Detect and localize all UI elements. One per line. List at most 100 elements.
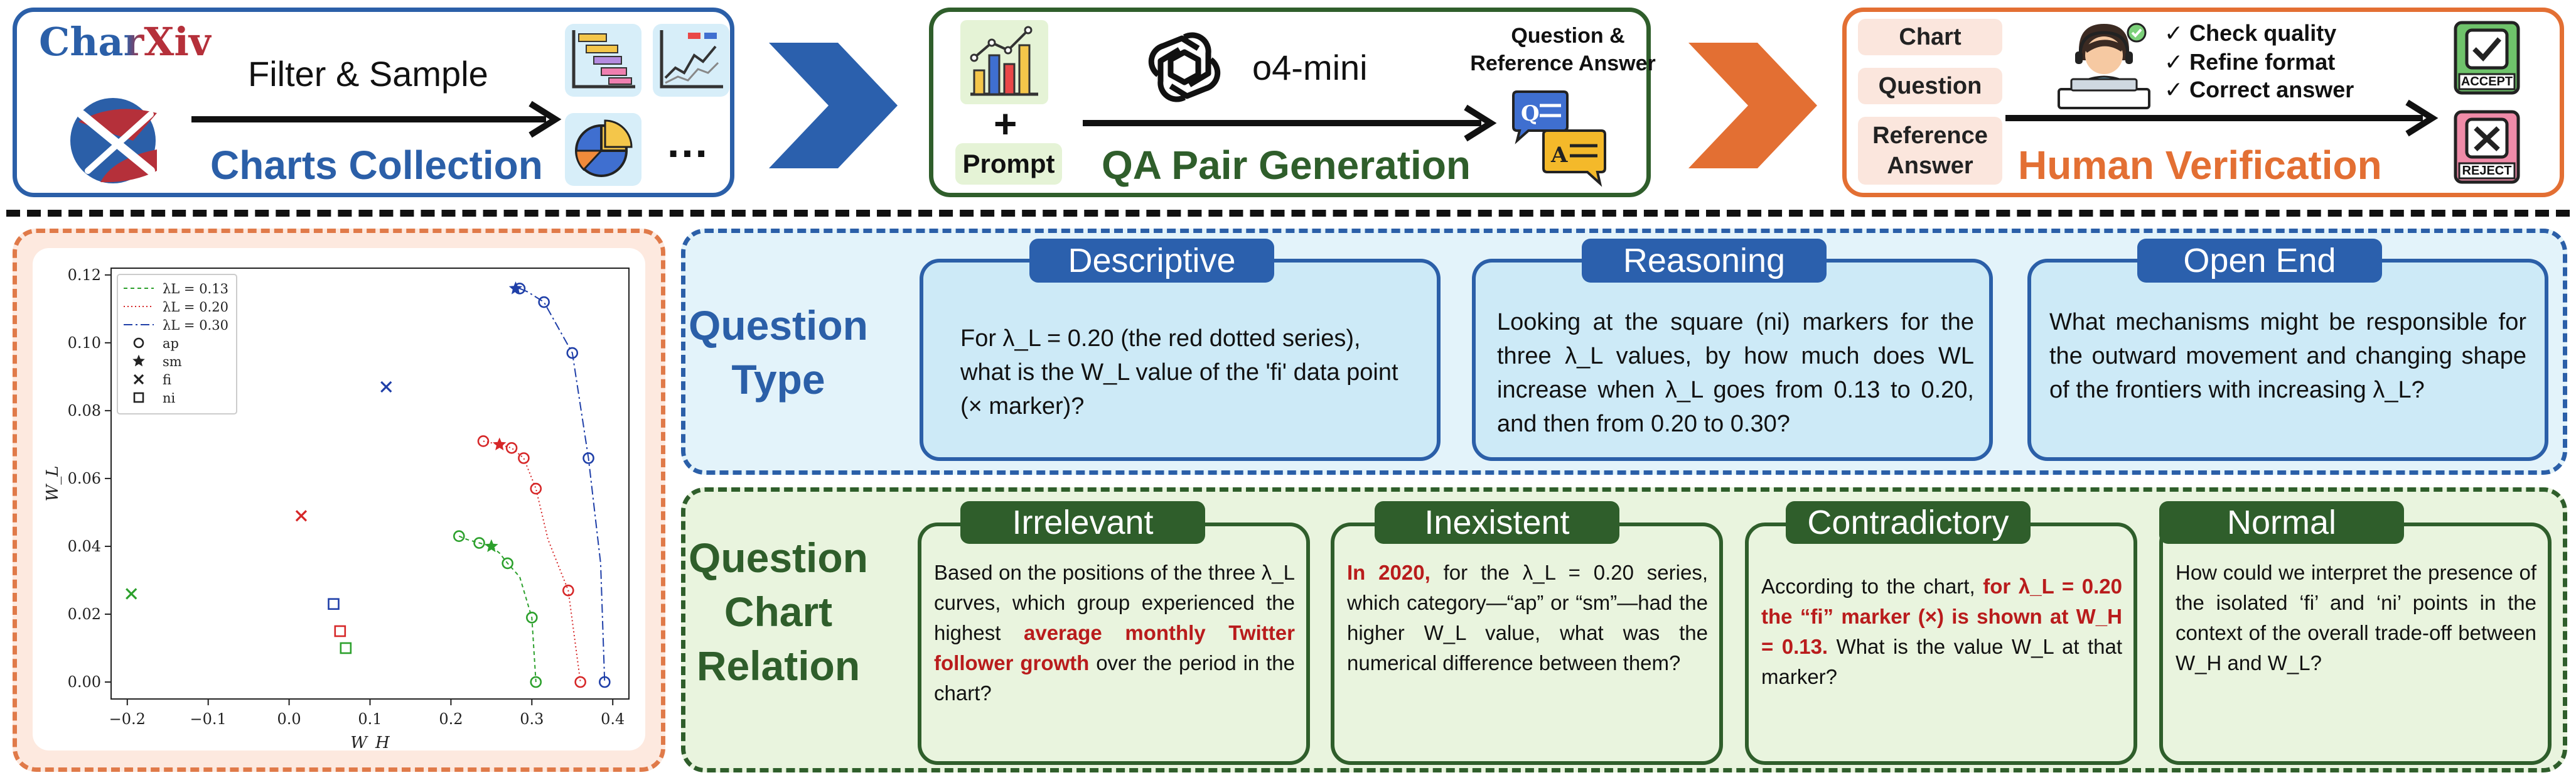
model-name: o4-mini (1252, 48, 1368, 87)
inexistent-text-b: for the λ_L = 0.20 series, which categor… (1347, 561, 1709, 674)
output-label-line1: Question & (1511, 24, 1625, 48)
charxiv-logo-label: CharXiv (39, 19, 212, 65)
legend-marker-circle (133, 337, 144, 349)
reference-label: Reference (1872, 122, 1988, 149)
marker-circle (473, 537, 485, 549)
marker-square (334, 625, 346, 637)
open-end-question: What mechanisms might be responsible for… (2049, 309, 2526, 403)
marker-circle (518, 452, 530, 464)
legend-marker-x (133, 374, 144, 385)
x-tick-label: −0.2 (109, 710, 146, 728)
marker-circle (477, 435, 490, 447)
legend-box (117, 274, 237, 414)
correct-answer-item: ✓ Correct answer (2164, 77, 2354, 102)
question-type-label-line2: Type (731, 356, 825, 403)
charts-collection-title: Charts Collection (210, 143, 543, 188)
pie-chart-icon (565, 113, 641, 186)
gantt-chart-icon (565, 24, 641, 97)
refine-format-item: ✓ Refine format (2164, 49, 2336, 75)
inexistent-question: In 2020, for the λ_L = 0.20 series, whic… (1347, 558, 1708, 678)
reasoning-tab: Reasoning (1582, 239, 1827, 283)
marker-square (340, 642, 352, 654)
descriptive-question: For λ_L = 0.20 (the red dotted series), … (960, 325, 1398, 420)
contradictory-text-a: According to the chart, (1761, 575, 1983, 598)
accept-badge: ACCEPT (2453, 20, 2521, 95)
charts-collection-step (13, 8, 734, 197)
y-tick-label: 0.02 (68, 605, 101, 623)
inexistent-highlight: In 2020, (1347, 561, 1430, 584)
legend-label: ap (163, 336, 179, 351)
marker-circle (566, 347, 579, 359)
irrelevant-text-b: over the period in the chart? (934, 651, 1295, 705)
open-end-card (2027, 259, 2548, 461)
marker-circle (562, 584, 574, 597)
inexistent-tab: Inexistent (1375, 501, 1619, 544)
reasoning-question: Looking at the square (ni) markers for t… (1497, 309, 1974, 437)
legend-label: λL = 0.30 (163, 318, 228, 333)
descriptive-tab: Descriptive (1029, 239, 1274, 283)
output-label-line2: Reference Answer (1470, 51, 1656, 75)
section-divider (6, 210, 2570, 217)
legend-label: fi (163, 372, 171, 387)
x-tick-label: 0.3 (520, 710, 544, 728)
marker-circle (502, 557, 513, 570)
marker-x (295, 510, 308, 522)
legend-label: ni (163, 391, 176, 406)
bar-chart-icon (960, 20, 1048, 104)
series-line-2 (519, 288, 606, 683)
y-tick-label: 0.06 (68, 470, 101, 487)
marker-star (492, 437, 507, 451)
charxiv-logo-icon (70, 98, 157, 183)
filter-sample-label: Filter & Sample (248, 54, 488, 94)
x-tick-label: 0.2 (439, 710, 463, 728)
marker-star (508, 281, 523, 295)
chevron-right-orange-icon (1688, 43, 1817, 168)
answer-label: Answer (1887, 153, 1973, 179)
qa-chat-bubbles-icon: Q A (1512, 90, 1606, 187)
x-tick-label: 0.1 (358, 710, 382, 728)
marker-circle (530, 482, 542, 495)
relation-label-line3: Relation (696, 642, 861, 689)
x-axis-label: W_H (350, 734, 390, 750)
contradictory-question: According to the chart, for λ_L = 0.20 t… (1761, 571, 2122, 692)
series-line-0 (458, 535, 537, 683)
marker-circle (526, 612, 538, 624)
normal-question: How could we interpret the presence of t… (2176, 561, 2536, 674)
arrow-right-icon (1083, 104, 1497, 142)
question-chart-relation-label: Question Chart Relation (687, 531, 869, 693)
arrow-right-icon (191, 100, 562, 138)
line-chart-icon (653, 24, 729, 97)
chart-input-label: Chart (1899, 23, 1962, 50)
marker-square (328, 598, 340, 610)
marker-star (485, 539, 498, 553)
marker-x (126, 588, 137, 600)
normal-tab: Normal (2159, 501, 2404, 544)
marker-circle (574, 676, 586, 688)
check-quality-item: ✓ Check quality (2164, 20, 2337, 46)
arrow-right-icon (2005, 99, 2439, 137)
legend-marker-star (132, 354, 145, 367)
marker-x (380, 381, 392, 393)
marker-circle (582, 452, 594, 464)
plus-sign: + (994, 101, 1017, 146)
chevron-right-blue-icon (769, 43, 898, 168)
marker-circle (538, 296, 550, 308)
qa-generation-title: QA Pair Generation (1102, 143, 1471, 188)
question-input-label: Question (1878, 72, 1982, 99)
contradictory-text-b: What is the value W_L at that marker? (1761, 635, 2122, 688)
reject-label: REJECT (2462, 163, 2512, 178)
x-tick-label: 0.0 (277, 710, 301, 728)
marker-circle (530, 676, 542, 688)
chart-input-pill: Chart (1858, 19, 2002, 55)
prompt-label: Prompt (962, 149, 1055, 178)
y-tick-label: 0.10 (68, 334, 101, 352)
legend-label: λL = 0.13 (163, 281, 228, 296)
marker-circle (505, 441, 518, 454)
marker-circle (599, 676, 611, 688)
qa-generation-step (929, 8, 1651, 197)
question-type-label: Question Type (687, 298, 869, 406)
prompt-badge: Prompt (955, 143, 1062, 185)
y-tick-label: 0.12 (68, 266, 101, 284)
legend-marker-square (133, 392, 144, 403)
